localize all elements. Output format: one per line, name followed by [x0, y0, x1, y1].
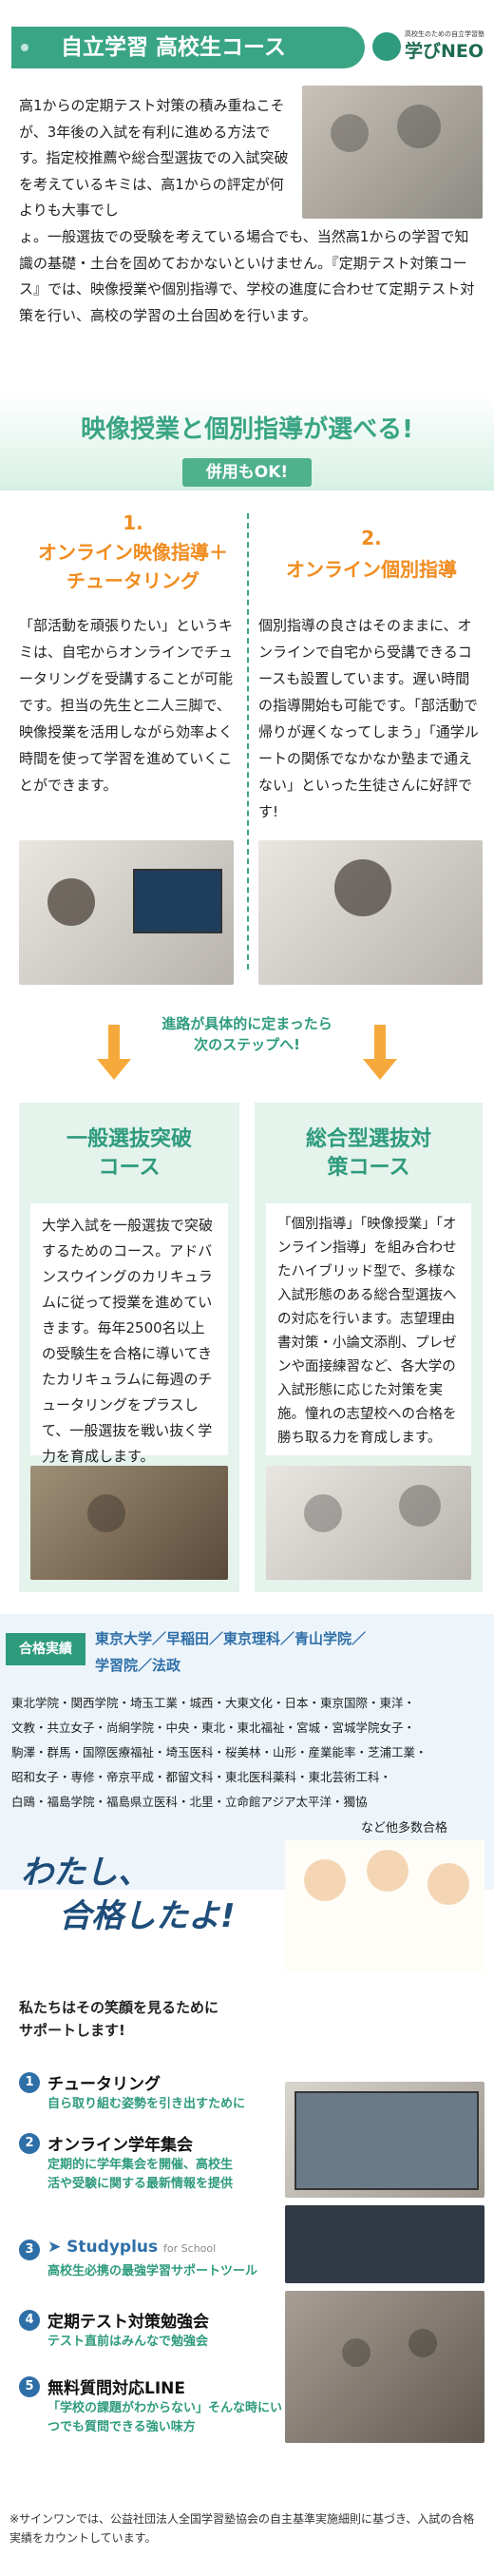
results-more: など他多数合格: [361, 1821, 448, 1836]
study-session-photo: [285, 2291, 484, 2443]
support4-sub: テスト直前はみんなで勉強会: [48, 2335, 209, 2349]
support3-title-text: Studyplus: [66, 2238, 159, 2257]
option1-number: 1.: [123, 511, 143, 534]
results-top-line2: 学習院／法政: [95, 1657, 181, 1674]
support2-number: 2: [19, 2133, 40, 2154]
next-step-text: 進路が具体的に定まったら次のステップへ!: [162, 1015, 332, 1053]
studyplus-icon: ➤: [48, 2238, 62, 2257]
support3-sub: 高校生必携の最強学習サポートツール: [48, 2264, 258, 2278]
course-general-text: 大学入試を一般選抜で突破するためのコース。アドバンスウイングのカリキュラムに従っ…: [30, 1203, 228, 1465]
success-lead1: 私たちはその笑顔を見るために: [19, 1999, 219, 2016]
course-general-title: 一般選抜突破コース: [66, 1127, 192, 1180]
course-card-general: 一般選抜突破コース 大学入試を一般選抜で突破するためのコース。アドバンスウイング…: [19, 1103, 239, 1592]
header-bar: 自立学習 高校生コース: [11, 27, 365, 68]
arrow-right-head: [363, 1059, 397, 1080]
header-deco-dots: [21, 44, 28, 51]
choice-badge: 併用もOK!: [182, 458, 312, 487]
results-list-line1: 東北学院・関西学院・埼玉工業・城西・大東文化・日本・東京国際・東洋・: [11, 1696, 416, 1710]
students-classroom-photo: [302, 86, 483, 219]
success-lead2: サポートします!: [19, 2022, 125, 2039]
course-comprehensive-title: 総合型選抜対策コース: [305, 1127, 431, 1180]
logo-small-text: 高校生のための自立学習塾: [405, 30, 484, 38]
online-meeting-screen-photo: [285, 2205, 484, 2283]
results-list-line4: 昭和女子・専修・帝京平成・都留文科・東北医科薬科・東北芸術工科・: [11, 1770, 392, 1784]
online-lesson-photo: [19, 840, 234, 985]
study-room-photo: [30, 1466, 228, 1580]
option-divider: [247, 513, 249, 970]
students-cheering-illustration: [285, 1840, 484, 1973]
logo: 高校生のための自立学習塾 学びNEO: [372, 29, 484, 68]
option1-title: オンライン映像指導＋チュータリング: [38, 541, 228, 592]
support3-title-suffix: for School: [163, 2242, 217, 2255]
support3-title: ➤ Studyplus for School: [48, 2238, 216, 2257]
results-list-line3: 駒澤・群馬・国際医療福祉・埼玉医科・桜美林・山形・産業能率・芝浦工業・: [11, 1745, 428, 1759]
option2-number: 2.: [361, 527, 382, 549]
intro-paragraph-top: 高1からの定期テスト対策の積み重ねこそが、3年後の入試を有利に進める方法です。指…: [19, 97, 289, 219]
option1-text: 「部活動を頑張りたい」というキミは、自宅からオンラインでチュータリングを受講する…: [19, 617, 234, 794]
support4-title: 定期テスト対策勉強会: [48, 2313, 209, 2332]
support1-title: チュータリング: [48, 2075, 161, 2094]
header-title: 自立学習 高校生コース: [61, 35, 286, 60]
success-headline2: 合格したよ!: [59, 1897, 236, 1935]
arrow-left-head: [97, 1059, 131, 1080]
results-top-line1: 東京大学／早稲田／東京理科／青山学院／: [95, 1630, 367, 1647]
support2-sub: 定期的に学年集会を開催、高校生活や受験に関する最新情報を提供: [48, 2158, 234, 2191]
success-headline1: わたし、: [21, 1854, 150, 1892]
results-label: 合格実績: [6, 1633, 86, 1665]
option2-text: 個別指導の良さはそのままに、オンラインで自宅から受講できるコースも設置しています…: [258, 617, 479, 820]
results-list-line2: 文教・共立女子・尚絅学院・中央・東北・東北福祉・宮城・宮城学院女子・: [11, 1721, 416, 1735]
support5-title: 無料質問対応LINE: [48, 2379, 185, 2398]
home-study-photo: [258, 840, 483, 985]
support3-number: 3: [19, 2240, 40, 2260]
support4-number: 4: [19, 2310, 40, 2331]
intro-paragraph-bottom: ょ。一般選抜での受験を考えている場合でも、当然高1からの学習で知識の基礎・土台を…: [19, 228, 475, 324]
option2-title: オンライン個別指導: [286, 558, 457, 581]
online-assembly-photo: [285, 2082, 484, 2198]
course-card-comprehensive: 総合型選抜対策コース 「個別指導」「映像授業」「オンライン指導」を組み合わせたハ…: [255, 1103, 483, 1592]
arrow-right-stem: [374, 1025, 386, 1063]
logo-text: 学びNEO: [405, 41, 484, 62]
support5-sub: 「学校の課題がわからない」そんな時にいつでも質問できる強い味方: [48, 2401, 283, 2434]
support1-number: 1: [19, 2072, 40, 2093]
course-comprehensive-text: 「個別指導」「映像授業」「オンライン指導」を組み合わせたハイブリッド型で、多様な…: [266, 1203, 471, 1455]
support5-number: 5: [19, 2376, 40, 2397]
tutoring-photo: [266, 1466, 471, 1580]
choice-heading: 映像授業と個別指導が選べる!: [81, 415, 413, 444]
arrow-left-stem: [108, 1025, 120, 1063]
support1-sub: 自ら取り組む姿勢を引き出すために: [48, 2097, 246, 2111]
results-list-line5: 白鴎・福島学院・福島県立医科・北里・立命館アジア太平洋・獨協: [11, 1795, 368, 1809]
footnote: ※サインワンでは、公益社団法人全国学習塾協会の自主基準実施細則に基づき、入試の合…: [10, 2512, 475, 2545]
support2-title: オンライン学年集会: [48, 2136, 193, 2155]
logo-icon: [372, 32, 401, 61]
